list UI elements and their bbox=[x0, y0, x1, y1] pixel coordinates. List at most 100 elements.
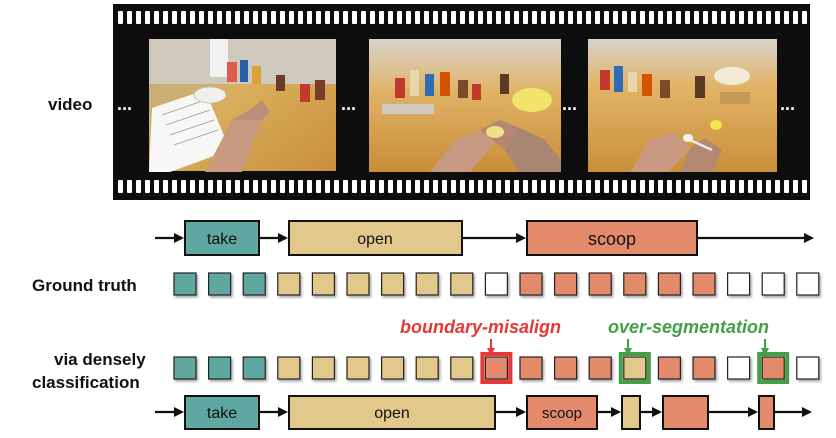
sprocket-hole bbox=[613, 11, 618, 24]
sprocket-hole bbox=[415, 180, 420, 193]
bottom-segment-scoop bbox=[526, 395, 598, 430]
sprocket-hole bbox=[145, 180, 150, 193]
sprocket-hole bbox=[604, 11, 609, 24]
sprocket-hole bbox=[739, 180, 744, 193]
sprocket-hole bbox=[469, 180, 474, 193]
gt-cell-open bbox=[381, 272, 405, 296]
sprocket-hole bbox=[730, 11, 735, 24]
gt-cell-empty bbox=[761, 272, 785, 296]
gt-cell-scoop bbox=[519, 272, 543, 296]
sprocket-hole bbox=[676, 180, 681, 193]
sprocket-hole bbox=[694, 180, 699, 193]
sprocket-hole bbox=[757, 11, 762, 24]
sprocket-hole bbox=[595, 180, 600, 193]
sprocket-hole bbox=[280, 11, 285, 24]
sprocket-hole bbox=[352, 180, 357, 193]
sprocket-hole bbox=[334, 11, 339, 24]
sprocket-hole bbox=[640, 180, 645, 193]
sprocket-hole bbox=[802, 11, 807, 24]
film-strip: ... ... ... ... bbox=[113, 4, 810, 200]
sprocket-hole bbox=[262, 11, 267, 24]
sprocket-hole bbox=[667, 11, 672, 24]
gt-cell-open bbox=[346, 272, 370, 296]
sprocket-hole bbox=[631, 11, 636, 24]
over-segmentation-annotation: over-segmentation bbox=[608, 317, 769, 337]
sprocket-hole bbox=[685, 11, 690, 24]
bottom-label-scoop: scoop bbox=[542, 405, 582, 422]
sprocket-hole bbox=[577, 180, 582, 193]
sprocket-hole bbox=[541, 11, 546, 24]
sprocket-hole bbox=[244, 11, 249, 24]
sprocket-hole bbox=[514, 11, 519, 24]
gt-cell-open bbox=[450, 272, 474, 296]
sprocket-hole bbox=[181, 11, 186, 24]
video-label: video bbox=[48, 95, 92, 114]
sprocket-hole bbox=[748, 180, 753, 193]
dense-cell-open bbox=[623, 356, 647, 380]
sprocket-hole bbox=[487, 11, 492, 24]
sprocket-hole bbox=[271, 180, 276, 193]
sprocket-hole bbox=[217, 180, 222, 193]
sprocket-hole bbox=[568, 11, 573, 24]
sprocket-hole bbox=[784, 11, 789, 24]
dense-cell-open bbox=[277, 356, 301, 380]
sprocket-hole bbox=[667, 180, 672, 193]
top-label-scoop: scoop bbox=[588, 229, 636, 249]
gt-cell-take bbox=[242, 272, 266, 296]
sprocket-hole bbox=[127, 180, 132, 193]
sprocket-hole bbox=[496, 180, 501, 193]
ellipsis-left: ... bbox=[117, 94, 132, 114]
sprocket-hole bbox=[379, 11, 384, 24]
sprocket-hole bbox=[118, 180, 123, 193]
bottom-segment-open bbox=[288, 395, 496, 430]
sprocket-hole bbox=[730, 180, 735, 193]
sprocket-hole bbox=[127, 11, 132, 24]
sprocket-hole bbox=[343, 11, 348, 24]
top-label-take: take bbox=[207, 231, 237, 248]
sprocket-hole bbox=[226, 180, 231, 193]
sprocket-hole bbox=[721, 180, 726, 193]
sprocket-hole bbox=[379, 180, 384, 193]
sprocket-hole bbox=[784, 180, 789, 193]
sprocket-hole bbox=[703, 11, 708, 24]
sprocket-hole bbox=[550, 11, 555, 24]
sprocket-hole bbox=[694, 11, 699, 24]
sprocket-hole bbox=[118, 11, 123, 24]
sprocket-hole bbox=[307, 11, 312, 24]
sprocket-hole bbox=[253, 180, 258, 193]
bottom-segment-take bbox=[184, 395, 260, 430]
top-segment-open bbox=[288, 220, 463, 256]
sprocket-hole bbox=[361, 180, 366, 193]
sprocket-hole bbox=[739, 11, 744, 24]
dense-cell-open bbox=[415, 356, 439, 380]
sprocket-hole bbox=[478, 180, 483, 193]
sprocket-hole bbox=[181, 180, 186, 193]
sprocket-hole bbox=[712, 180, 717, 193]
video-frame-take bbox=[149, 39, 336, 172]
dense-cell-empty bbox=[796, 356, 820, 380]
bottom-segment-scoop-small bbox=[758, 395, 775, 430]
gt-cell-take bbox=[208, 272, 232, 296]
sprocket-hole bbox=[406, 180, 411, 193]
sprocket-hole bbox=[433, 180, 438, 193]
boundary-misalign-highlight bbox=[480, 352, 513, 384]
sprocket-hole bbox=[217, 11, 222, 24]
sprocket-hole bbox=[280, 180, 285, 193]
sprocket-hole bbox=[505, 11, 510, 24]
sprocket-hole bbox=[766, 11, 771, 24]
sprocket-hole bbox=[532, 11, 537, 24]
ground-truth-label: Ground truth bbox=[32, 276, 137, 295]
sprocket-hole bbox=[703, 180, 708, 193]
sprocket-hole bbox=[190, 180, 195, 193]
sprocket-hole bbox=[325, 11, 330, 24]
dense-cell-empty bbox=[726, 356, 751, 380]
gt-cell-take bbox=[173, 272, 197, 296]
dense-cell-scoop bbox=[588, 356, 612, 380]
sprocket-row-top bbox=[118, 11, 807, 24]
top-action-timeline: take open scoop bbox=[155, 220, 814, 256]
sprocket-hole bbox=[244, 180, 249, 193]
sprocket-hole bbox=[775, 180, 780, 193]
sprocket-hole bbox=[613, 180, 618, 193]
sprocket-hole bbox=[586, 180, 591, 193]
